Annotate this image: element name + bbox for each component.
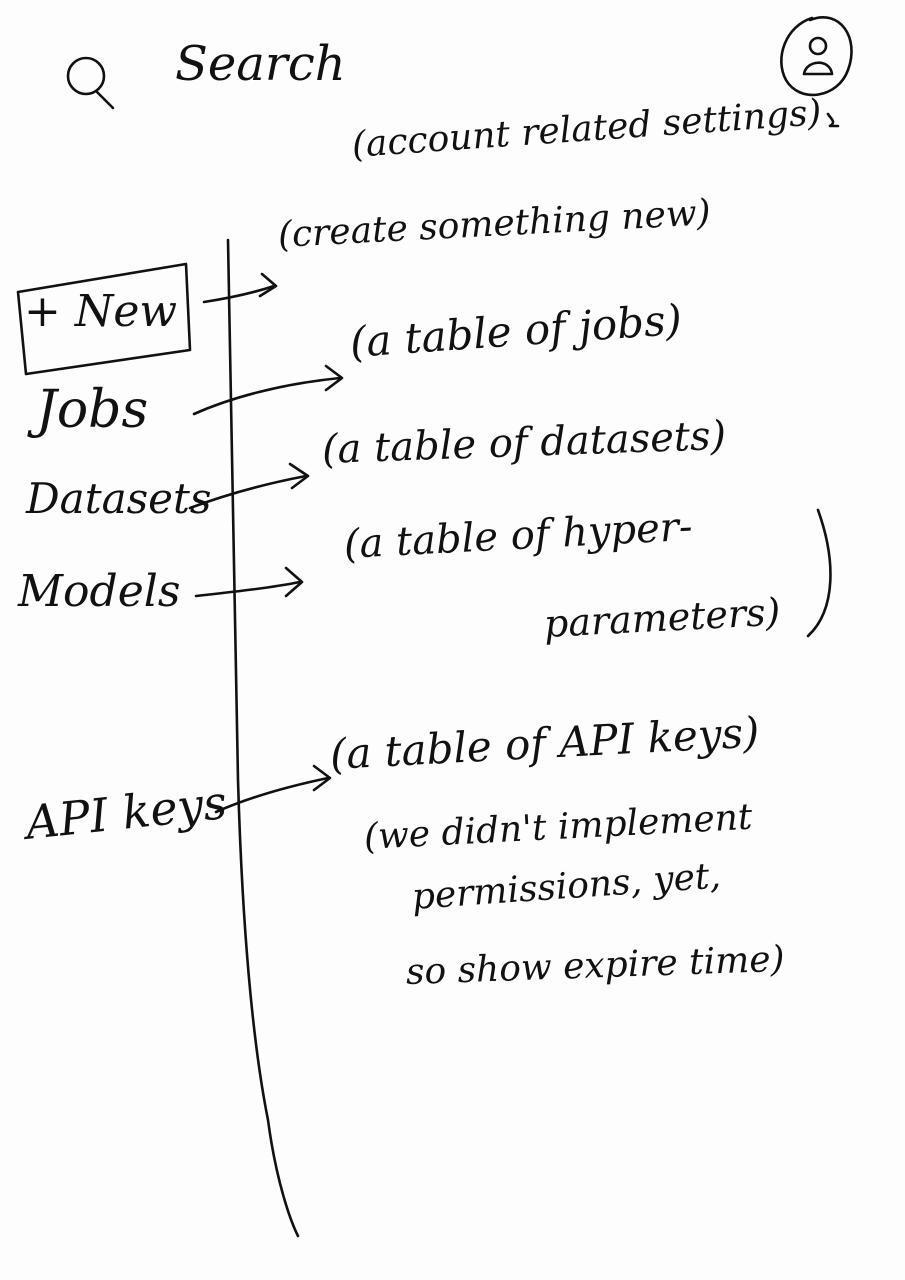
models-note-line-2: parameters): [542, 589, 782, 646]
nav-item-models[interactable]: Models: [18, 566, 181, 617]
search-icon[interactable]: [66, 56, 115, 110]
datasets-arrow: [188, 462, 310, 510]
account-icon[interactable]: [780, 16, 853, 128]
api-keys-arrow: [214, 764, 332, 814]
jobs-arrow: [192, 364, 344, 416]
new-arrow: [202, 272, 278, 304]
models-note-paren: [806, 508, 832, 638]
search-label[interactable]: Search: [175, 36, 346, 92]
new-button-label: + New: [24, 286, 178, 337]
models-arrow: [194, 566, 304, 598]
vertical-divider: [226, 238, 300, 1238]
nav-item-datasets[interactable]: Datasets: [26, 474, 212, 523]
new-button-frame: [16, 262, 192, 376]
nav-item-jobs[interactable]: Jobs: [36, 380, 149, 440]
